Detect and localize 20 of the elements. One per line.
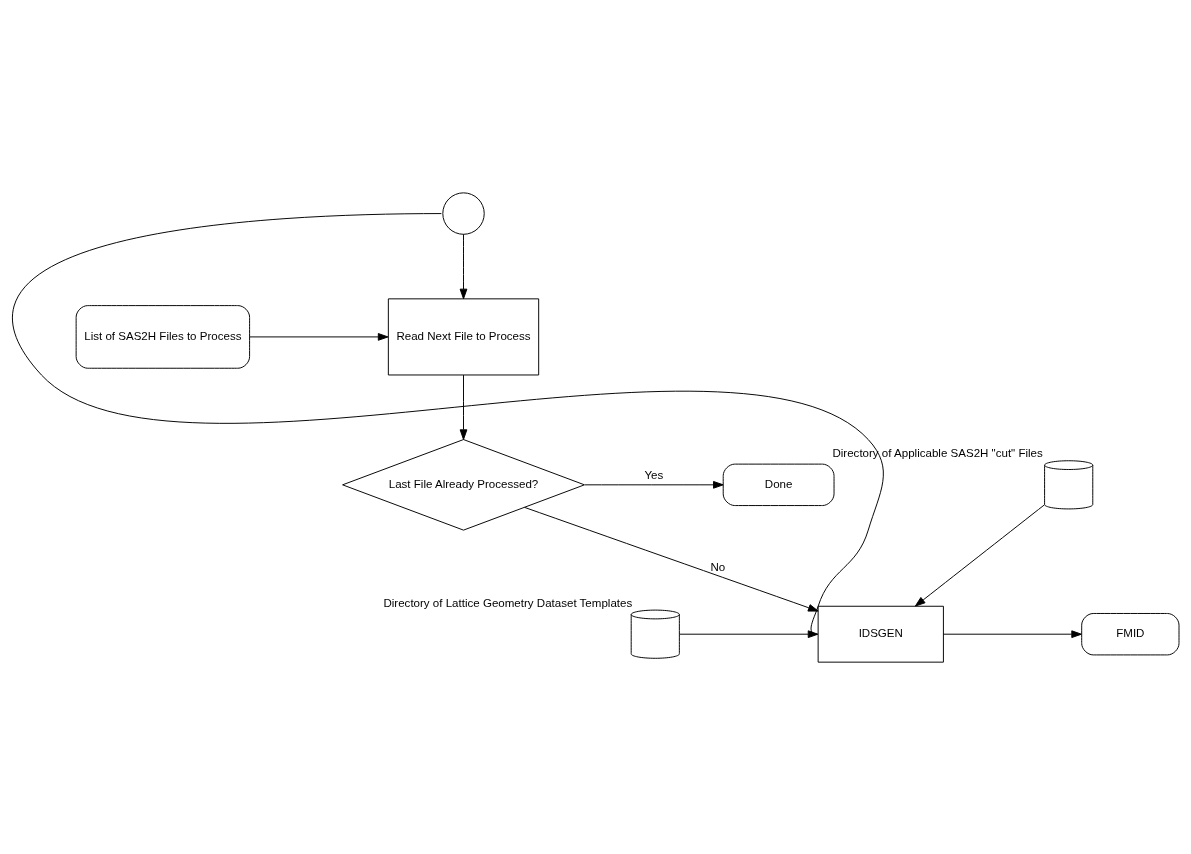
arrow	[942, 629, 1082, 638]
node-circle	[442, 191, 485, 235]
arrow	[459, 233, 468, 299]
node-box: List of SAS2H Files to Process	[75, 304, 251, 369]
node-label: Directory of Lattice Geometry Dataset Templates	[383, 596, 633, 609]
arrow	[914, 503, 1045, 607]
node-box: FMID	[1081, 612, 1180, 655]
arrow	[679, 629, 819, 638]
edge-label: No	[710, 560, 726, 573]
node-box: Done	[722, 463, 835, 506]
edge-label: Yes	[644, 468, 664, 481]
arrow	[459, 374, 468, 440]
node-diamond: Last File Already Processed?	[342, 438, 585, 531]
arrow	[524, 506, 819, 612]
arrow	[249, 332, 389, 341]
node-box: Read Next File to Process	[387, 297, 540, 375]
connector	[12, 212, 884, 635]
node-label: Directory of Applicable SAS2H "cut" Files	[832, 446, 1043, 459]
node-box: IDSGEN	[817, 605, 944, 663]
arrow	[584, 480, 724, 489]
